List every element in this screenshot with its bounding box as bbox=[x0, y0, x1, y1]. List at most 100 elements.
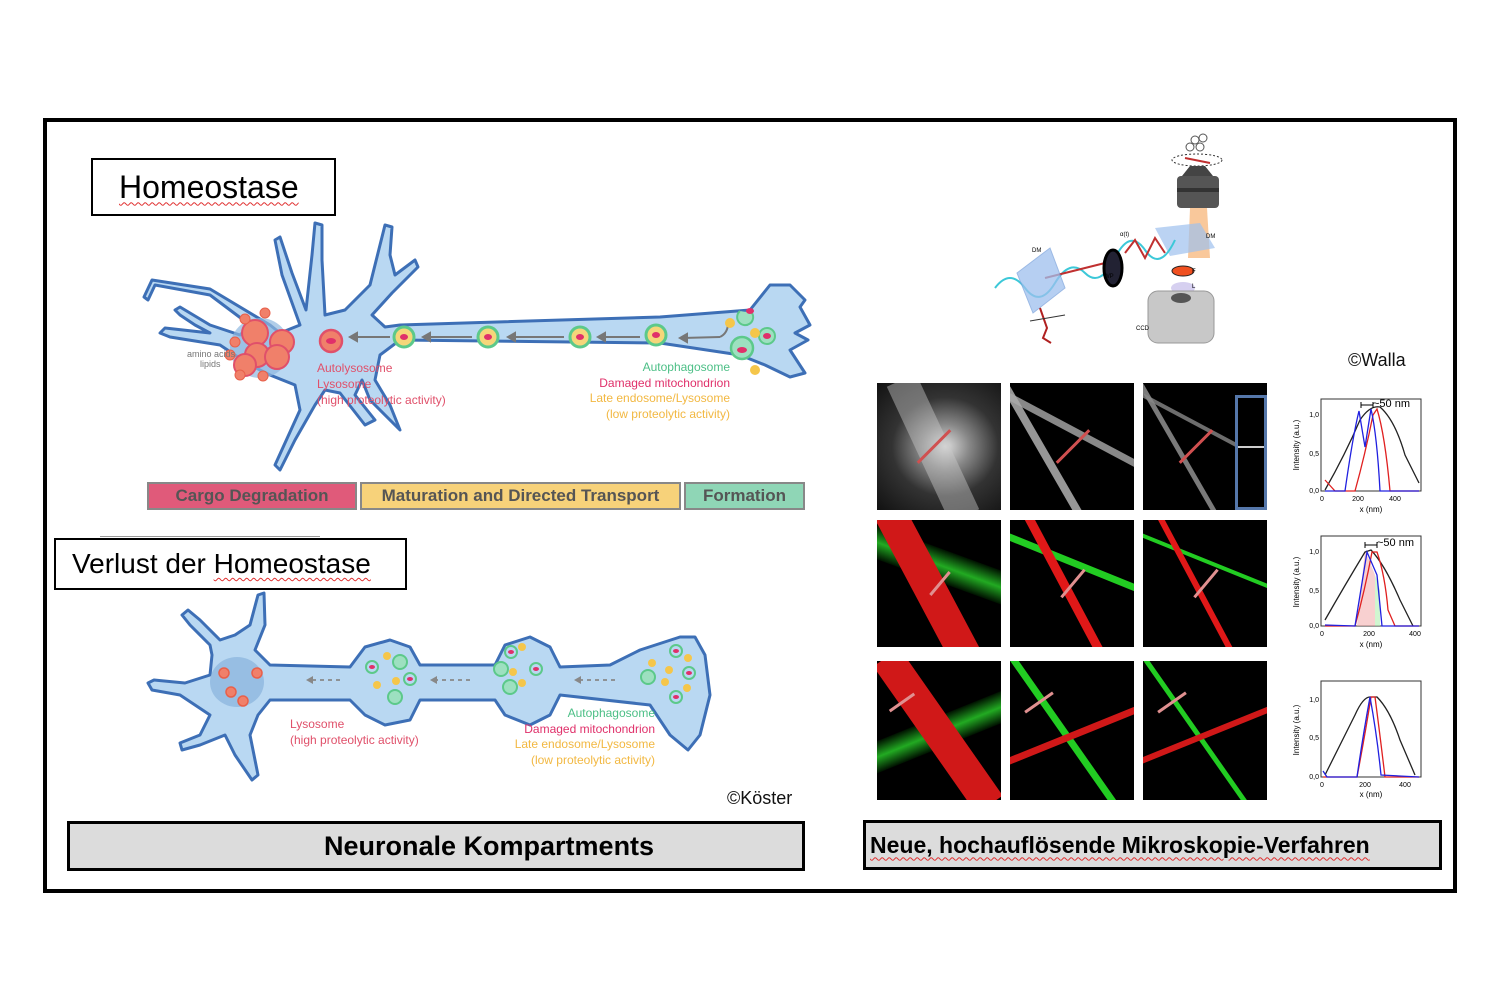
micro-image-twocolor-widefield-2 bbox=[877, 661, 1001, 800]
plot2-ytick-top: 1,0 bbox=[1309, 549, 1319, 556]
label-f: F bbox=[1192, 269, 1196, 275]
micro-image-widefield bbox=[877, 383, 1001, 510]
micro-image-superres-1 bbox=[1010, 383, 1134, 510]
plot3-blue-curve bbox=[1322, 696, 1420, 778]
plot2-ytick-mid: 0,5 bbox=[1309, 588, 1319, 595]
label-ccd: CCD bbox=[1136, 326, 1149, 332]
micro-image-twocolor-superres-4 bbox=[1143, 661, 1267, 800]
plot3-red-curve bbox=[1323, 696, 1419, 778]
phase-cargo-degradation: Cargo Degradation bbox=[147, 482, 357, 510]
waveplate bbox=[1102, 248, 1124, 288]
plot2-widefield-curve bbox=[1324, 549, 1414, 627]
plot3-ytick-mid: 0,5 bbox=[1309, 735, 1319, 742]
micro-image-twocolor-superres-3 bbox=[1010, 661, 1134, 800]
plot1-xtick-0: 0 bbox=[1320, 496, 1324, 503]
bottom-right-legend: Autophagosome Damaged mitochondrion Late… bbox=[515, 706, 655, 768]
plot1-ytick-top: 1,0 bbox=[1309, 412, 1319, 419]
plot1-xtick-200: 200 bbox=[1352, 496, 1364, 503]
loss-title-prefix: Verlust der bbox=[72, 548, 214, 579]
homeostasis-title-box: Homeostase bbox=[91, 158, 336, 216]
label-wp: WP bbox=[1104, 274, 1114, 280]
plot1-ytick-bottom: 0,0 bbox=[1309, 488, 1319, 495]
neuron-cell-body bbox=[142, 221, 812, 472]
micro-image-twocolor-superres-2 bbox=[1143, 520, 1267, 647]
lysosome-dots bbox=[224, 307, 271, 382]
label-late-endosome-loss: Late endosome/Lysosome bbox=[514, 737, 655, 751]
plot1-xtick-400: 400 bbox=[1389, 496, 1401, 503]
neuron-homeostasis-diagram bbox=[142, 221, 812, 472]
growth-cone-loss bbox=[640, 644, 696, 704]
plot3-ylabel: Intensity (a.u.) bbox=[1292, 704, 1301, 755]
credit-walla: ©Walla bbox=[1348, 350, 1406, 370]
varicosity-2 bbox=[493, 643, 543, 695]
profile-plot-2: ~50 nm 1,0 0,5 0,0 0 200 400 x (nm) Inte… bbox=[1292, 535, 1422, 649]
footer-left: Neuronale Kompartments bbox=[67, 821, 805, 871]
divider-line bbox=[100, 536, 320, 537]
soma-label-amino-acids: amino acids bbox=[187, 349, 236, 359]
plot1-ytick-mid: 0,5 bbox=[1309, 451, 1319, 458]
footer-left-text: Neuronale Kompartments bbox=[324, 830, 655, 861]
plot3-ytick-bottom: 0,0 bbox=[1309, 774, 1319, 781]
soma-label-lipids: lipids bbox=[200, 359, 221, 369]
plot3-ytick-top: 1,0 bbox=[1309, 697, 1319, 704]
plot3-widefield-curve bbox=[1324, 696, 1416, 776]
label-low-activity-loss: (low proteolytic activity) bbox=[530, 752, 655, 767]
label-alpha: α(t) bbox=[1120, 232, 1130, 238]
microscope-setup-illustration bbox=[994, 133, 1223, 344]
label-autolysosome: Autolysosome bbox=[317, 361, 393, 375]
label-autophagosome: Autophagosome bbox=[642, 360, 730, 374]
profile-plot-1: ~50 nm 1,0 0,5 0,0 0 200 400 x (nm) Inte… bbox=[1292, 398, 1422, 514]
credit-koester: ©Köster bbox=[727, 788, 793, 808]
plot2-annotation: ~50 nm bbox=[1377, 537, 1414, 549]
plot1-annotation: ~50 nm bbox=[1373, 398, 1410, 410]
maturing-vesicles bbox=[392, 323, 668, 349]
top-left-legend: Autolysosome Lysosome (high proteolytic … bbox=[317, 360, 446, 408]
slide-frame bbox=[43, 118, 1457, 893]
label-l: L bbox=[1192, 284, 1196, 290]
bottom-left-legend: Lysosome (high proteolytic activity) bbox=[290, 716, 419, 748]
molecule-icon bbox=[1185, 133, 1208, 152]
inset-image bbox=[1235, 395, 1267, 510]
plot2-red-curve bbox=[1325, 551, 1419, 627]
plot1-blue-curve bbox=[1325, 408, 1419, 492]
formation-zone bbox=[725, 308, 776, 375]
label-late-endosome: Late endosome/Lysosome bbox=[589, 391, 730, 405]
plot1-xlabel: x (nm) bbox=[1360, 505, 1383, 514]
plot3-xlabel: x (nm) bbox=[1360, 790, 1383, 799]
footer-right-text: Neue, hochauflösende Mikroskopie-Verfahr… bbox=[870, 831, 1370, 858]
plot2-xlabel: x (nm) bbox=[1360, 640, 1383, 649]
nucleus-loss bbox=[210, 657, 264, 707]
plot1-red-curve bbox=[1324, 407, 1419, 492]
label-lysosome: Lysosome bbox=[317, 377, 372, 391]
filter bbox=[1171, 265, 1195, 277]
label-high-activity-loss: (high proteolytic activity) bbox=[290, 733, 419, 747]
lysosome-dots-loss bbox=[218, 667, 263, 707]
micro-image-twocolor-widefield-1 bbox=[877, 520, 1001, 647]
phase-formation: Formation bbox=[684, 482, 805, 510]
label-dm-left: DM bbox=[1032, 248, 1042, 254]
micro-image-superres-2 bbox=[1143, 383, 1267, 510]
loss-title-word: Homeostase bbox=[213, 548, 371, 579]
autolysosome-cluster bbox=[233, 319, 295, 377]
label-damaged-mitochondrion: Damaged mitochondrion bbox=[599, 375, 730, 390]
varicosity-1 bbox=[365, 652, 417, 705]
objective-lens bbox=[1177, 166, 1219, 208]
plot3-xtick-400: 400 bbox=[1399, 782, 1411, 789]
plot2-xtick-200: 200 bbox=[1363, 631, 1375, 638]
ccd-camera bbox=[1147, 290, 1215, 344]
plot2-ylabel: Intensity (a.u.) bbox=[1292, 556, 1301, 607]
label-dm-right: DM bbox=[1206, 234, 1216, 240]
neuron-loss-diagram bbox=[146, 591, 712, 782]
homeostasis-title: Homeostase bbox=[119, 168, 299, 205]
label-lysosome-loss: Lysosome bbox=[290, 717, 345, 731]
footer-right: Neue, hochauflösende Mikroskopie-Verfahr… bbox=[863, 820, 1442, 870]
label-damaged-mitochondrion-loss: Damaged mitochondrion bbox=[524, 721, 655, 736]
loss-title-box: Verlust der Homeostase bbox=[54, 538, 407, 590]
micro-image-twocolor-superres-1 bbox=[1010, 520, 1134, 647]
plot2-xtick-0: 0 bbox=[1320, 631, 1324, 638]
phase-maturation-transport: Maturation and Directed Transport bbox=[360, 482, 681, 510]
top-right-legend: Autophagosome Damaged mitochondrion Late… bbox=[590, 360, 730, 422]
plot1-ylabel: Intensity (a.u.) bbox=[1292, 419, 1301, 470]
label-high-activity: (high proteolytic activity) bbox=[317, 393, 446, 407]
plot3-xtick-0: 0 bbox=[1320, 782, 1324, 789]
